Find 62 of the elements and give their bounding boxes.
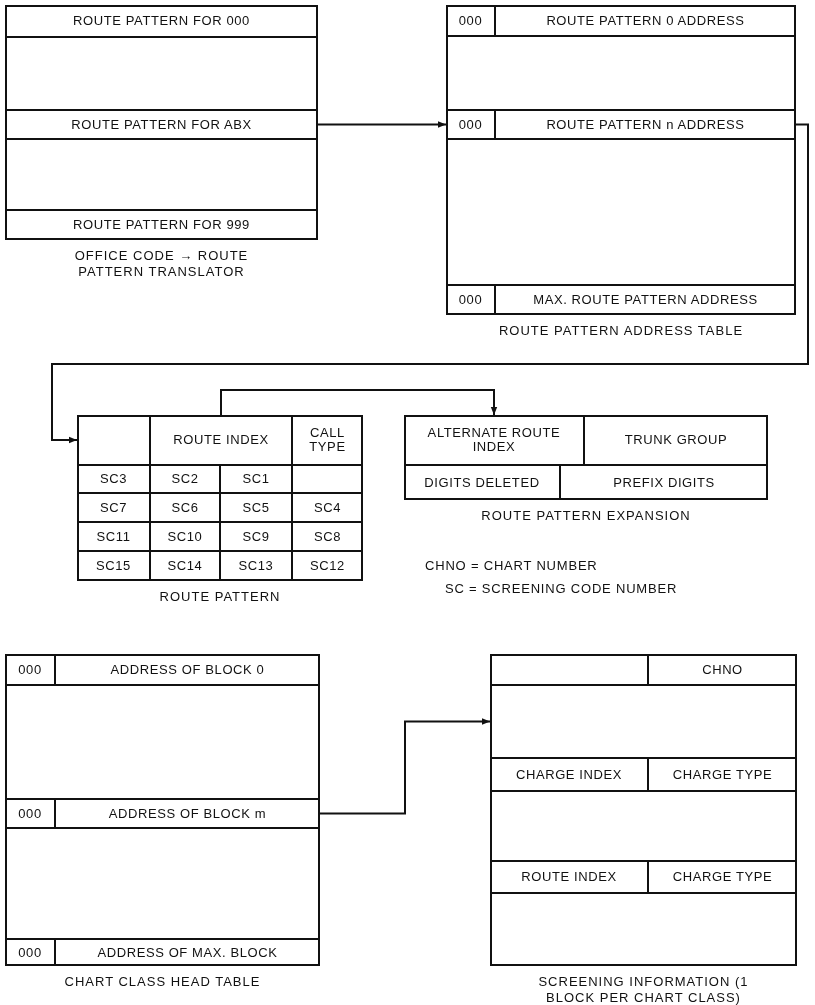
table-cell: SC11 xyxy=(77,522,150,551)
table-cell: CHARGE TYPE xyxy=(648,758,797,791)
table-caption: ROUTE PATTERN xyxy=(158,589,282,605)
empty-row xyxy=(490,791,797,861)
table-cell: 000 xyxy=(446,110,495,139)
table-cell: 000 xyxy=(446,285,495,315)
table-cell: 000 xyxy=(5,939,55,966)
table-cell: DIGITS DELETED xyxy=(404,465,560,500)
table-cell: CHARGE TYPE xyxy=(648,861,797,893)
table-cell: SC13 xyxy=(220,551,292,581)
empty-row xyxy=(5,139,318,210)
table-caption: ROUTE PATTERN ADDRESS TABLE xyxy=(497,323,745,339)
table-cell: ADDRESS OF MAX. BLOCK xyxy=(55,939,320,966)
table-cell: SC5 xyxy=(220,493,292,522)
table-cell: SC1 xyxy=(220,465,292,493)
empty-row xyxy=(490,654,648,685)
table-cell: SC8 xyxy=(292,522,363,551)
table-caption: OFFICE CODE → ROUTE PATTERN TRANSLATOR xyxy=(73,248,250,280)
table-cell: SC2 xyxy=(150,465,220,493)
table-cell: ADDRESS OF BLOCK 0 xyxy=(55,654,320,685)
empty-row xyxy=(5,37,318,110)
arrow xyxy=(220,389,498,416)
table-cell: SC3 xyxy=(77,465,150,493)
table-cell: ROUTE PATTERN FOR ABX xyxy=(5,110,318,139)
empty-row xyxy=(446,36,796,110)
table-cell: SC9 xyxy=(220,522,292,551)
table-cell: ROUTE INDEX xyxy=(150,415,292,465)
arrow xyxy=(317,121,447,128)
table-cell: 000 xyxy=(5,799,55,828)
table-cell: CHARGE INDEX xyxy=(490,758,648,791)
legend-note: CHNO = CHART NUMBER xyxy=(425,558,598,573)
empty-row xyxy=(446,139,796,285)
table-cell: SC10 xyxy=(150,522,220,551)
legend-note: SC = SCREENING CODE NUMBER xyxy=(445,581,678,596)
table-cell: ADDRESS OF BLOCK m xyxy=(55,799,320,828)
table-cell: SC12 xyxy=(292,551,363,581)
table-cell: SC15 xyxy=(77,551,150,581)
table-cell: ROUTE PATTERN n ADDRESS xyxy=(495,110,796,139)
table-caption: CHART CLASS HEAD TABLE xyxy=(63,974,262,990)
table-cell: SC7 xyxy=(77,493,150,522)
table-caption: SCREENING INFORMATION (1 BLOCK PER CHART CLASS) xyxy=(537,974,750,1005)
empty-row xyxy=(5,828,320,939)
table-cell: SC6 xyxy=(150,493,220,522)
table-cell: CALL TYPE xyxy=(292,415,363,465)
empty-row xyxy=(77,415,150,465)
table-cell: MAX. ROUTE PATTERN ADDRESS xyxy=(495,285,796,315)
empty-row xyxy=(5,685,320,799)
empty-row xyxy=(292,465,363,493)
table-cell: ROUTE PATTERN 0 ADDRESS xyxy=(495,5,796,36)
table-cell: PREFIX DIGITS xyxy=(560,465,768,500)
table-cell: ALTERNATE ROUTE INDEX xyxy=(404,415,584,465)
table-cell: ROUTE INDEX xyxy=(490,861,648,893)
table-cell: TRUNK GROUP xyxy=(584,415,768,465)
table-cell: CHNO xyxy=(648,654,797,685)
arrow xyxy=(319,718,491,815)
table-cell: SC4 xyxy=(292,493,363,522)
table-caption: ROUTE PATTERN EXPANSION xyxy=(480,508,692,524)
table-cell: 000 xyxy=(446,5,495,36)
table-cell: SC14 xyxy=(150,551,220,581)
empty-row xyxy=(490,685,797,758)
arrow xyxy=(51,123,809,444)
table-cell: 000 xyxy=(5,654,55,685)
